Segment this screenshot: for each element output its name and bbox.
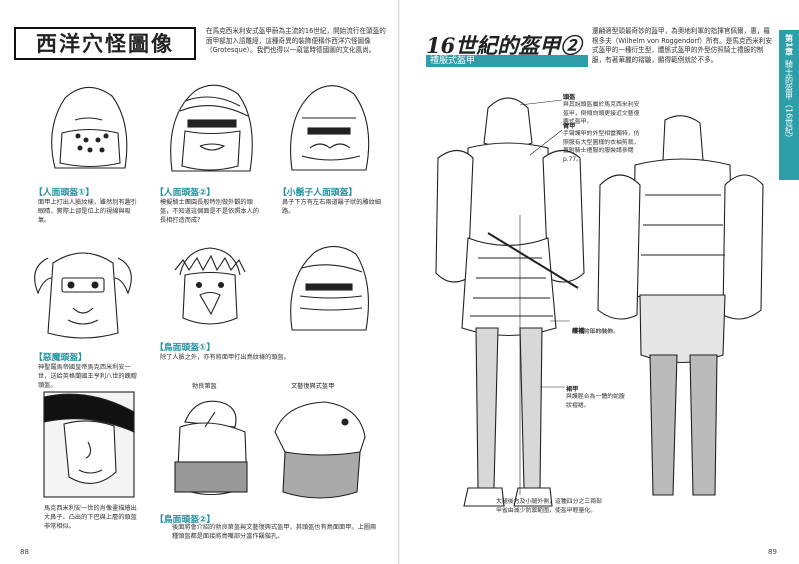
caption-human-face-1: 【人面頭盔①】 <box>34 188 95 198</box>
maximilian-portrait-illustration <box>43 391 135 498</box>
burgundy-helmet-label: 勃良第盔 <box>192 383 217 390</box>
left-page-title: 西洋穴怪圖像 <box>14 27 196 60</box>
right-page-number: 89 <box>768 548 777 556</box>
mustache-helmet-illustration <box>290 85 370 171</box>
left-intro-text: 在馬克西米利安式盔甲蔚為主流的16世紀，開始流行在頭盔的面甲部加入語雕經，這種奇… <box>206 27 386 54</box>
caption-bird-face-2: 【鳥面頭盔②】 <box>155 515 216 525</box>
annotation-codpiece-body: 護襠胯部的裝飾。 <box>572 329 620 335</box>
annotation-codpiece-suffix: (Lame) <box>589 329 611 335</box>
renaissance-armor-label: 文藝復興式盔甲 <box>291 383 335 390</box>
renaissance-bird-helmet-illustration <box>274 401 366 499</box>
left-page-number: 88 <box>20 548 29 556</box>
page-gutter <box>398 0 400 564</box>
right-intro-text: 還翩適型頭最奇妙的盔甲，為奧地利軍的指揮官佩爾，惠，羅根多夫（Wilhelm v… <box>592 27 772 64</box>
body-bird-face-1: 除了人臉之外，亦有將面甲打出鳥紋樣的頭盔。 <box>160 354 290 361</box>
annotation-arm-body: 手臂護甲的外型相當獨特，仿照服有大型圖樣的衣袖剪裁，蓋附騎士禮服的服裝請參閱p.… <box>563 131 640 163</box>
caption-mustache-helmet: 【小鬍子人面頭盔】 <box>278 188 358 198</box>
human-face-helmet-1-illustration <box>51 86 128 169</box>
portrait-caption: 馬克西米利安一世的肖像畫描繪出大鼻子、凸出的下巴與上層的頭盔非常相似。 <box>44 505 137 530</box>
caption-bird-face-1: 【鳥面頭盔①】 <box>155 343 216 353</box>
caption-human-face-2: 【人面頭盔②】 <box>155 188 216 198</box>
annotation-skirt-body: 與護脛合為一體的蛇腹狀褶裙。 <box>566 394 625 409</box>
body-bird-face-2: 後面將會介紹的勃良第盔與文藝復興式盔甲，其頭盔也有鳥面面甲。上圖兩種頭盔都是面接… <box>172 524 377 540</box>
annotation-leader-lines <box>519 99 570 495</box>
annotation-codpiece: 護襠 (Lame) <box>572 318 610 337</box>
annotation-helmet-title: 頭盔 <box>563 94 576 101</box>
costume-armor-back-illustration <box>597 115 764 496</box>
burgundy-bird-helmet-illustration <box>174 400 248 495</box>
annotation-leg-body: 大腿後方及小腿外側，這種四分之三兩部甲省由減少防禦範圍，使盔甲輕量化。 <box>496 499 603 514</box>
devil-helmet-illustration <box>34 252 132 339</box>
visored-helmet-illustration <box>290 245 369 331</box>
body-human-face-1: 面甲上打出人臉紋樣，雖然別有趣引眼睛，實際上卻是位上的視線與吸氣。 <box>38 199 137 224</box>
annotation-helmet-body: 與其說頭盔屬於馬克西米利安盔甲，倒傾向頭更接近文藝復興式盔甲。 <box>563 102 640 125</box>
right-page-subtitle: 禮服式盔甲 <box>426 55 588 67</box>
chapter-tab-chapter: 第1章 <box>784 34 794 56</box>
chapter-tab: 第1章 騎士的盔甲（16世紀） <box>779 30 799 180</box>
caption-devil-helmet: 【惡魔頭盔】 <box>34 353 87 363</box>
annotation-codpiece-title: 護襠 <box>572 328 585 335</box>
annotation-arm-title: 臂甲 <box>563 123 576 130</box>
human-face-helmet-2-illustration <box>170 84 253 172</box>
body-devil-helmet: 神聖羅馬帝國皇帝馬克西米利安一世，送給英格蘭國王亨利八世的餽贈頭盔。 <box>38 364 137 389</box>
annotation-skirt-title: 裙甲 <box>566 386 579 393</box>
chapter-tab-section: 騎士的盔甲（16世紀） <box>784 59 794 142</box>
body-human-face-2: 模擬騎士團園長般特別做外觀的頭盔，不知道這個面是不是依照本人的長相打造而成？ <box>160 199 259 224</box>
body-mustache-helmet: 鼻子下方有左右兩道鬍子狀的雕紋細路。 <box>282 199 381 215</box>
right-page-title: 16世紀的盔甲② <box>426 33 582 58</box>
bird-face-helmet-1-illustration <box>174 247 246 325</box>
costume-armor-front-illustration <box>435 97 585 507</box>
